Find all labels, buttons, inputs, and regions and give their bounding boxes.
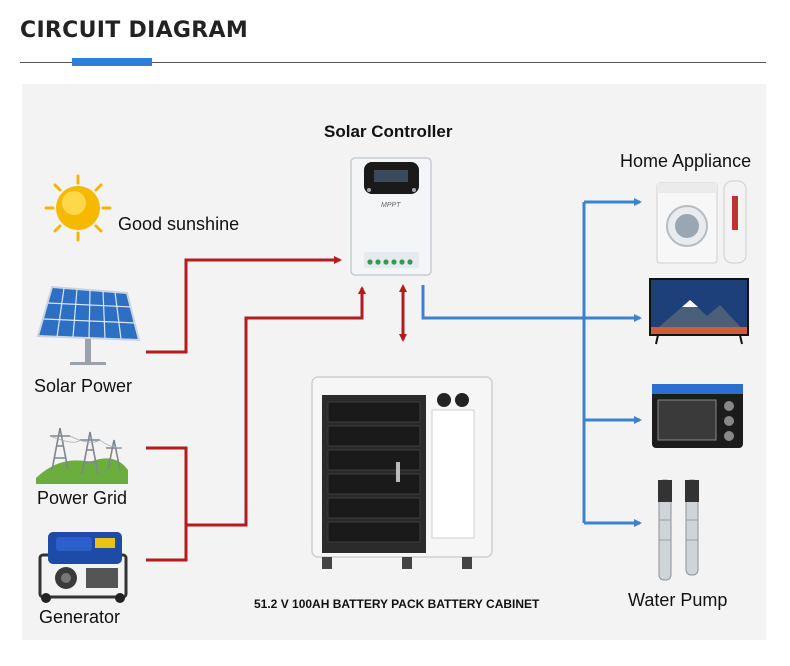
generator-to-controller-wire — [146, 525, 188, 562]
header-divider — [20, 62, 766, 63]
oven-icon — [652, 384, 743, 448]
power-grid-icon — [36, 427, 128, 484]
controller-label: Solar Controller — [324, 122, 453, 141]
tv-icon — [649, 278, 749, 345]
battery-label: 51.2 V 100AH BATTERY PACK BATTERY CABINE… — [254, 597, 540, 611]
controller-device-text: MPPT — [381, 202, 401, 209]
blue-wires — [421, 198, 642, 527]
header-accent-bar — [72, 58, 152, 66]
controller-to-loads-wire — [421, 285, 584, 320]
sun-icon — [44, 174, 112, 242]
solar-power-label: Solar Power — [34, 376, 133, 396]
power-grid-label: Power Grid — [37, 488, 128, 508]
battery-cabinet-icon — [311, 376, 493, 569]
solar-to-controller-wire — [146, 256, 342, 354]
water-heater-icon — [723, 180, 747, 264]
generator-icon — [38, 532, 128, 603]
water-pump-label: Water Pump — [628, 590, 728, 610]
generator-label: Generator — [39, 607, 121, 627]
washing-machine-icon — [656, 182, 718, 264]
sunshine-label: Good sunshine — [118, 214, 240, 234]
red-wires — [146, 256, 407, 562]
water-pump-icon — [658, 479, 699, 581]
solar-panel-icon — [36, 285, 141, 365]
page-title: CIRCUIT DIAGRAM — [20, 18, 249, 43]
home-appliance-label: Home Appliance — [620, 151, 752, 171]
solar-controller-icon — [350, 157, 432, 276]
grid-to-controller-wire — [146, 286, 366, 527]
